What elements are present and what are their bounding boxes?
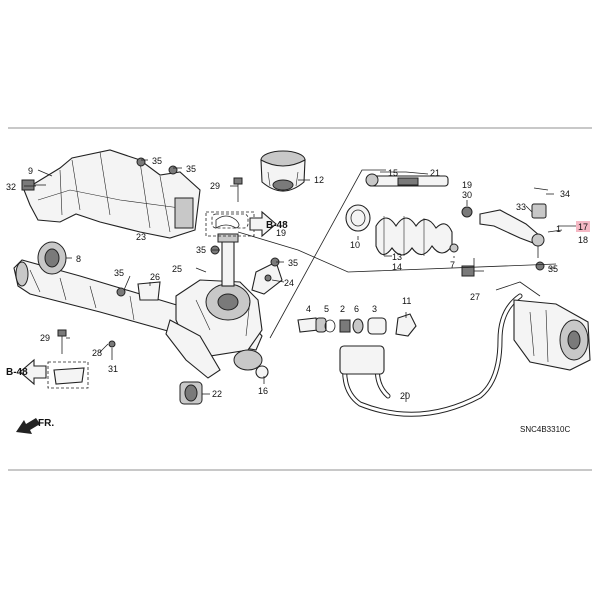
pump-motor (495, 281, 591, 371)
clamp-plate (47, 361, 89, 389)
callout-35b: 35 (186, 164, 196, 174)
front-arrow: FR. (16, 418, 54, 434)
callout-15: 15 (388, 168, 398, 178)
callout-29a: 29 (210, 181, 220, 191)
mount-bushing (179, 381, 203, 405)
callout-13: 13 (392, 252, 402, 262)
callout-19a: 19 (276, 228, 286, 238)
callout-2: 2 (340, 304, 345, 314)
washer-7 (449, 243, 459, 253)
ref-b48-top: B-48 (205, 210, 288, 238)
ref-b48-left-label: B-48 (6, 367, 28, 378)
bolt-29a (233, 177, 243, 202)
callout-20: 20 (400, 391, 410, 401)
callout-32: 32 (6, 182, 16, 192)
callout-27: 27 (470, 292, 480, 302)
castle-nut-33 (531, 203, 547, 219)
gasket-ring (211, 213, 249, 229)
rack-bushing (37, 241, 67, 275)
diagram-code: SNC4B3310C (520, 425, 570, 434)
callout-30: 30 (462, 190, 472, 200)
heat-shield (23, 149, 201, 239)
leader-lines (24, 159, 578, 402)
callout-16: 16 (258, 386, 268, 396)
callout-28: 28 (92, 348, 102, 358)
callout-5: 5 (324, 304, 329, 314)
bracket-32 (21, 179, 46, 191)
callout-25: 25 (172, 264, 182, 274)
bracket-26 (137, 281, 161, 301)
callout-35f: 35 (548, 264, 558, 274)
bolt-27 (461, 265, 484, 277)
callout-9: 9 (28, 166, 33, 176)
bolt-35-group (108, 157, 545, 348)
callout-34: 34 (560, 189, 570, 199)
callout-33: 33 (516, 202, 526, 212)
callout-12: 12 (314, 175, 324, 185)
tie-rod (365, 173, 449, 187)
hose-assembly (339, 293, 523, 417)
cotter-pin-34 (533, 187, 549, 191)
callout-10: 10 (350, 240, 360, 250)
callout-19b: 19 (462, 180, 472, 190)
callout-23: 23 (136, 232, 146, 242)
callout-labels: 9 32 35 35 12 29 23 35 19 35 8 26 35 25 … (6, 156, 590, 401)
callout-7: 7 (450, 260, 455, 270)
ref-b48-left: B-48 (6, 358, 47, 386)
lock-nut-30 (461, 206, 473, 218)
callout-4: 4 (306, 304, 311, 314)
tie-rod-end (479, 209, 545, 258)
callout-3: 3 (372, 304, 377, 314)
callout-8: 8 (76, 254, 81, 264)
callout-1: 1 (556, 224, 561, 234)
callout-11: 11 (402, 296, 411, 306)
callout-35d: 35 (288, 258, 298, 268)
front-arrow-label: FR. (38, 418, 54, 429)
callout-35c: 35 (196, 245, 206, 255)
callout-31: 31 (108, 364, 118, 374)
callout-35e: 35 (114, 268, 124, 278)
callout-22: 22 (212, 389, 222, 399)
callout-6: 6 (354, 304, 359, 314)
highlight-box-17 (576, 221, 590, 232)
small-parts-row (297, 313, 417, 337)
callout-24: 24 (284, 278, 294, 288)
bolt-29b (57, 329, 67, 354)
callout-26: 26 (150, 272, 160, 282)
boot-clamp-10 (345, 204, 371, 232)
callout-18: 18 (578, 235, 588, 245)
callout-35a: 35 (152, 156, 162, 166)
callout-21: 21 (430, 168, 440, 178)
ref-b48-top-label: B-48 (266, 220, 288, 231)
pinion-mount (165, 319, 269, 379)
bracket-24 (251, 261, 283, 295)
dust-seal (260, 150, 306, 192)
callout-14: 14 (392, 262, 402, 272)
rack-boot (375, 216, 453, 256)
callout-29b: 29 (40, 333, 50, 343)
callout-17: 17 (578, 222, 588, 232)
